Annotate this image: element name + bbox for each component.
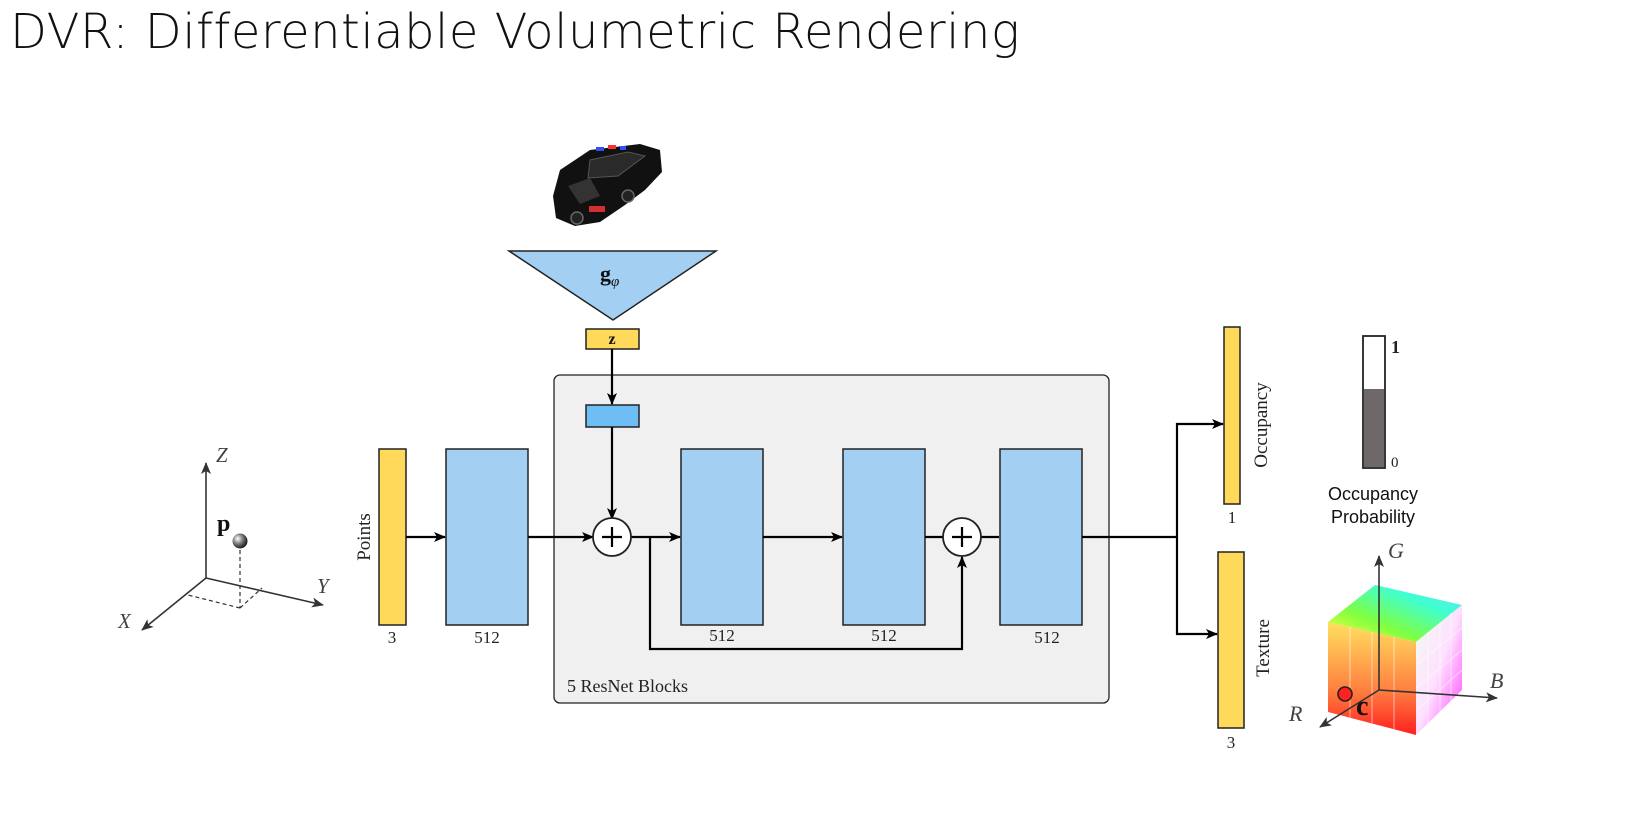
latent-projection-box bbox=[585, 404, 640, 428]
x-axis-label: X bbox=[117, 609, 132, 633]
connections bbox=[406, 349, 1224, 651]
color-point-label: c bbox=[1356, 691, 1368, 722]
points-input-layer bbox=[378, 448, 407, 626]
latent-code-label: z bbox=[608, 331, 615, 348]
b-axis-line bbox=[1378, 689, 1498, 703]
outputs: Occupancy 1 Texture 3 bbox=[1217, 326, 1274, 752]
occupancy-scale-bottom: 0 bbox=[1391, 455, 1399, 471]
occupancy-scale-fill bbox=[1364, 389, 1384, 467]
skip-connection bbox=[648, 537, 967, 651]
x-axis-line bbox=[141, 577, 207, 631]
car-image bbox=[553, 144, 662, 226]
projection-line bbox=[187, 594, 241, 609]
sum-node-1 bbox=[592, 517, 632, 557]
point-sphere bbox=[232, 533, 248, 549]
resnet-layer-3 bbox=[999, 448, 1083, 626]
r-axis-line bbox=[1319, 689, 1380, 728]
resnet-panel-label: 5 ResNet Blocks bbox=[567, 676, 688, 696]
resnet-layer-2 bbox=[842, 448, 926, 626]
occupancy-output-label: Occupancy bbox=[1251, 382, 1272, 468]
occupancy-scale-caption-1: Occupancy bbox=[1328, 484, 1418, 504]
coordinate-axes: Z Y X p bbox=[117, 443, 331, 633]
z-axis-label: Z bbox=[216, 443, 228, 467]
resnet-layer-1-size: 512 bbox=[709, 626, 735, 645]
resnet-layer-3-size: 512 bbox=[1034, 628, 1060, 647]
texture-output-layer bbox=[1217, 551, 1245, 729]
occupancy-output-size: 1 bbox=[1228, 508, 1237, 527]
g-axis-label: G bbox=[1388, 538, 1404, 563]
fc-layer-1-size: 512 bbox=[474, 628, 500, 647]
resnet-layer-2-size: 512 bbox=[871, 626, 897, 645]
projection-line bbox=[239, 587, 263, 609]
occupancy-scale: 1 0 Occupancy Probability bbox=[1328, 335, 1418, 527]
fc-layer-1 bbox=[445, 448, 529, 626]
point-label: p bbox=[217, 511, 230, 537]
arrow-to-texture bbox=[1175, 537, 1218, 639]
resnet-layer-1 bbox=[680, 448, 764, 626]
encoder-triangle bbox=[506, 250, 719, 321]
arrow-to-occupancy bbox=[1175, 419, 1224, 537]
occupancy-output-layer bbox=[1223, 326, 1241, 505]
sum-node-2 bbox=[942, 517, 982, 557]
texture-output-size: 3 bbox=[1227, 733, 1236, 752]
color-point bbox=[1337, 686, 1353, 702]
points-input-label: Points bbox=[354, 513, 375, 561]
cube-top-face bbox=[1328, 585, 1462, 642]
encoder: gφ z bbox=[506, 250, 719, 350]
r-axis-label: R bbox=[1288, 701, 1303, 726]
color-cube: G B R c bbox=[1288, 538, 1503, 735]
encoder-label: gφ bbox=[600, 261, 619, 290]
y-axis-label: Y bbox=[317, 574, 331, 598]
points-input-size: 3 bbox=[388, 628, 397, 647]
occupancy-scale-caption-2: Probability bbox=[1331, 507, 1415, 527]
y-axis-line bbox=[205, 577, 324, 608]
occupancy-scale-top: 1 bbox=[1391, 337, 1400, 357]
texture-output-label: Texture bbox=[1253, 619, 1274, 677]
b-axis-label: B bbox=[1490, 668, 1503, 693]
page-title: DVR: Differentiable Volumetric Rendering bbox=[10, 4, 1021, 60]
